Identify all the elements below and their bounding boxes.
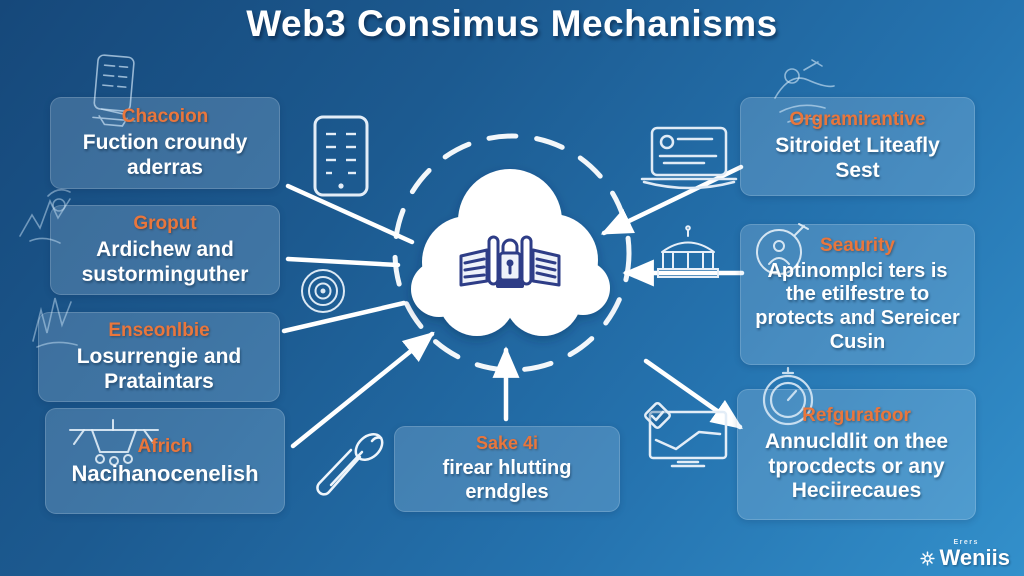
page-title: Web3 Consimus Mechanisms [246,3,778,44]
hanging-scale-sketch-icon [69,419,159,466]
info-box-chacoion: Chacoion Fuction croundy aderras [50,97,280,189]
spiral-target-icon [301,269,345,313]
laptop-icon [640,126,738,190]
box-heading: Africh [137,435,193,457]
dashed-ring [392,133,632,373]
device-sketch-icon [92,54,136,127]
watermark-brand: Weniis [939,545,1010,570]
box-body: Losurrengie and Prataintars [76,344,242,393]
box-heading: Refgurafoor [802,404,911,426]
scribble-sketch-icon [774,59,835,123]
box-heading: Enseonlbie [108,319,210,341]
box-heading: Orgramirantive [789,109,926,131]
chart-monitor-icon [644,402,728,468]
box-body: Fuction croundy aderras [82,130,248,179]
box-heading: Chacoion [121,105,209,127]
info-box-refgurafoor: Refgurafoor Annucldlit on thee tprocdect… [737,389,976,520]
box-heading: Sake 4i [475,433,539,454]
watermark-subtext: Erers [953,539,979,546]
gear-icon [920,550,936,566]
info-box-enseonlbie: Enseonlbie Losurrengie and Prataintars [38,312,280,402]
box-body: Annucldlit on thee tprocdects or any Hec… [764,429,949,503]
badge-circle-icon [756,223,809,275]
stopwatch-icon [762,366,814,426]
info-box-sake: Sake 4i firear hlutting erndgles [394,426,620,512]
box-body: Ardichew and sustorminguther [81,237,249,286]
info-box-groput: Groput Ardichew and sustorminguther [50,205,280,295]
info-box-africh: Africh Nacihanocenelish [45,408,285,514]
box-heading: Seaurity [820,234,895,256]
info-box-orgramirantive: Orgramirantive Sitroidet Liteafly Sest [740,97,975,196]
box-body: Nacihanocenelish [71,460,259,486]
box-body: Aptinomplci ters is the etilfestre to pr… [755,259,960,353]
pen-icon [316,433,384,496]
cloud-icon [411,169,610,336]
box-heading: Groput [133,212,197,234]
smartphone-icon [313,115,369,197]
info-box-seaurity: Seaurity Aptinomplci ters is the etilfes… [740,224,975,365]
bank-icon [657,225,719,278]
box-body: firear hlutting erndgles [442,457,572,503]
box-body: Sitroidet Liteafly Sest [775,134,940,182]
watermark: Erers Weniis [920,539,1010,571]
blockchain-lock-icon [459,235,561,288]
